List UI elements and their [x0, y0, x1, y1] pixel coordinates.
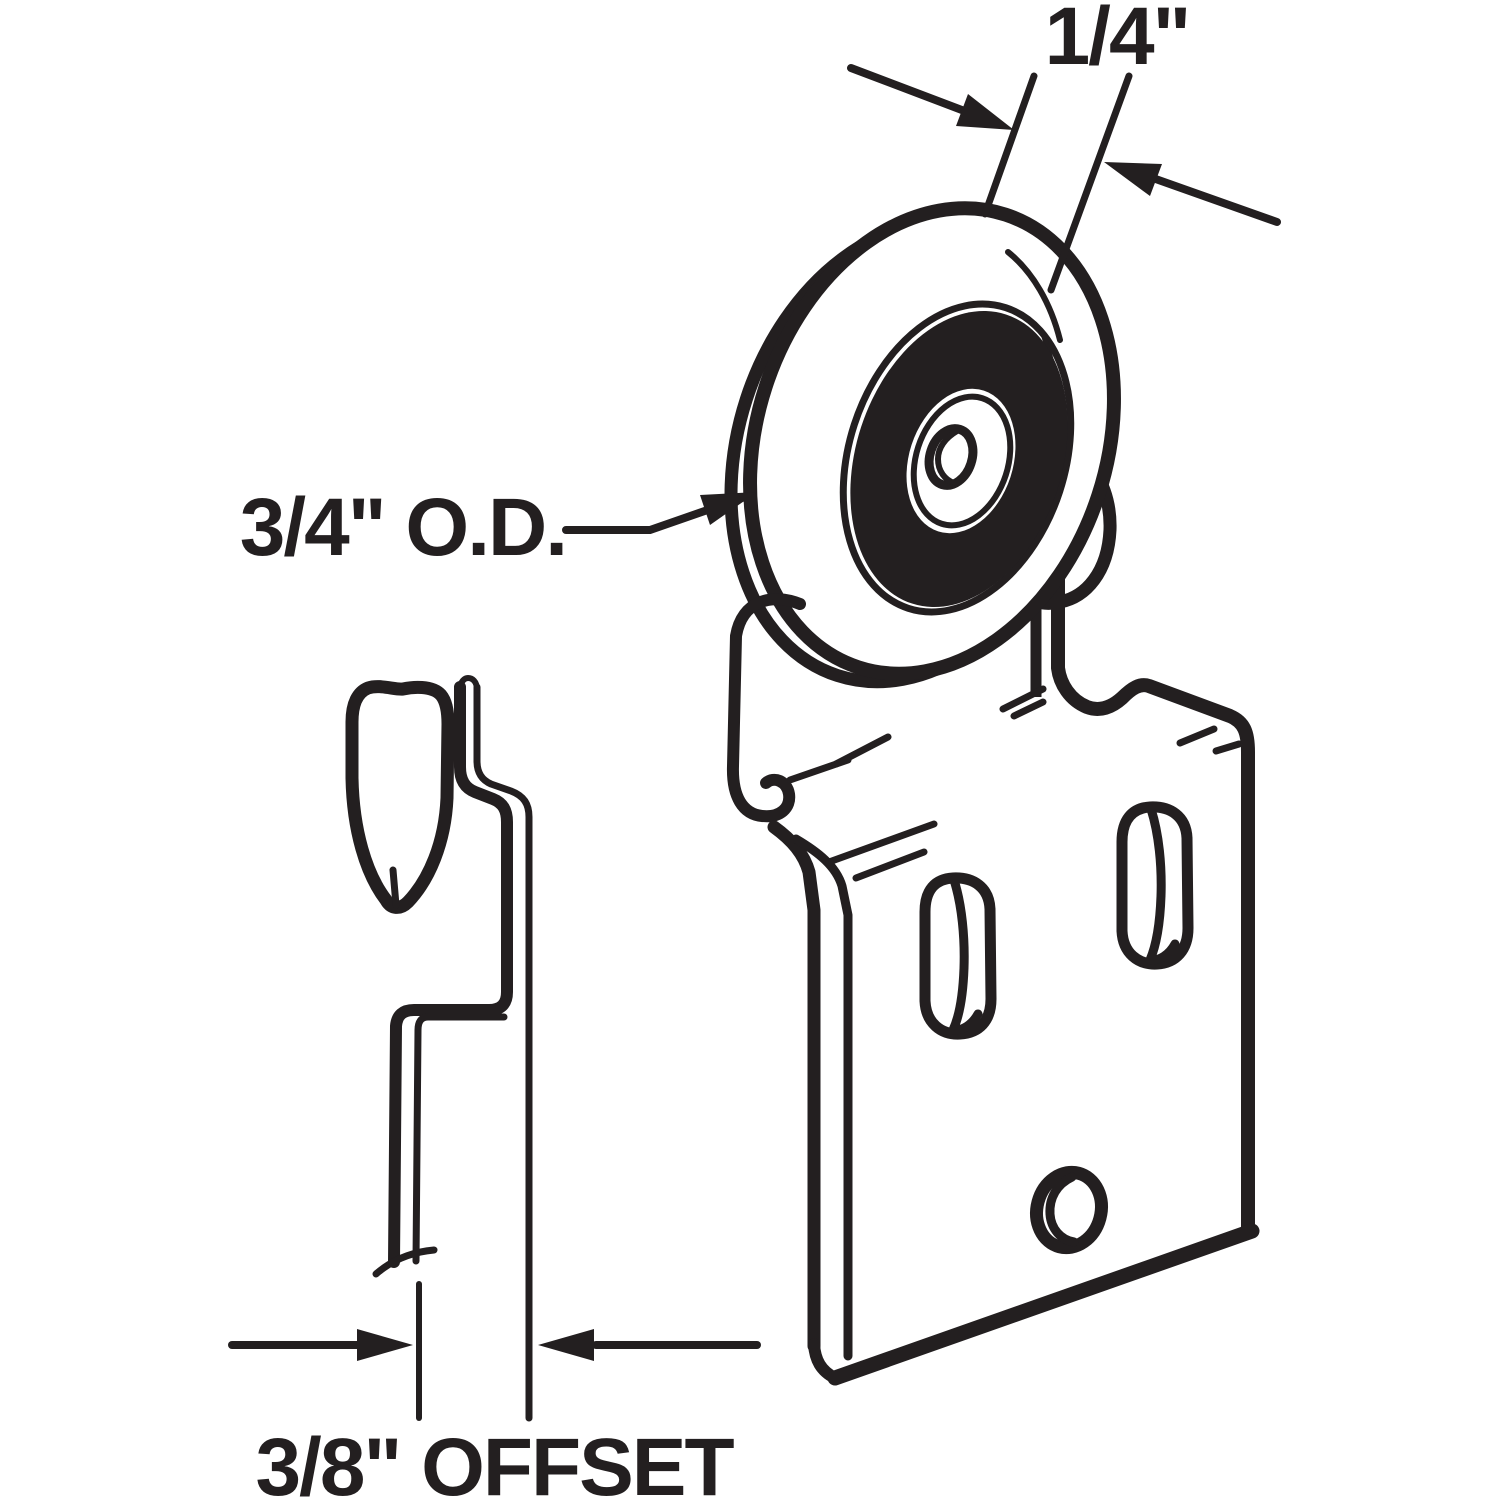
plate-left-edge-outer [767, 820, 821, 1353]
outer-diameter-label: 3/4" O.D. [240, 482, 566, 573]
extension-line-right [1047, 72, 1133, 294]
hatch-4 [852, 848, 928, 882]
bracket-top-and-right-edge [1051, 570, 1255, 1231]
profile-lower-step [412, 1013, 508, 1265]
arrowhead-lower [1104, 162, 1162, 196]
rim-highlight-arc [1005, 249, 1063, 343]
round-hole-depth-line [1045, 1172, 1079, 1247]
hatch-8 [1212, 740, 1243, 755]
arrow-line-lower [1146, 173, 1281, 226]
hatch-2 [786, 756, 852, 784]
plate-bottom-edge [827, 1223, 1260, 1386]
roller-wheel [743, 201, 1121, 681]
hatch-5 [999, 685, 1047, 713]
offset-arrowhead-right [538, 1329, 594, 1361]
hatch-7 [1176, 725, 1218, 747]
profile-outer-face [388, 681, 513, 1268]
groove-width-label: 1/4" [1045, 0, 1190, 82]
break-line [372, 1246, 438, 1278]
offset-arrowhead-left [357, 1329, 413, 1361]
roller-edge-seam [389, 866, 400, 909]
mounting-slot-right-depth [1145, 804, 1180, 965]
hatch-3 [825, 820, 938, 866]
dimension-quarter-inch: 1/4" [847, 0, 1281, 294]
side-profile-view [345, 675, 533, 1422]
offset-label: 3/8" OFFSET [255, 1422, 734, 1500]
hook-curl [726, 593, 806, 823]
arrow-line-upper [847, 64, 979, 119]
profile-top-cap [457, 675, 480, 693]
wheel-rim-inner-line [839, 300, 1075, 616]
dimension-offset: 3/8" OFFSET [228, 1329, 761, 1500]
hatch-6 [1010, 698, 1047, 720]
mounting-slot-left-depth [948, 875, 983, 1035]
profile-inner-face [473, 683, 533, 1422]
arrowhead-upper [956, 94, 1014, 130]
plate-left-edge-inner [791, 834, 853, 1361]
leader-arrowhead [700, 492, 757, 525]
mounting-slot-right [1116, 801, 1194, 970]
roller-edge-profile [345, 680, 455, 914]
leader-od: 3/4" O.D. [240, 482, 757, 573]
bracket-plate [726, 593, 1260, 1386]
axle-hole-depth-line [934, 428, 960, 486]
extension-line-left [981, 72, 1038, 218]
mounting-slot-left [919, 872, 997, 1040]
